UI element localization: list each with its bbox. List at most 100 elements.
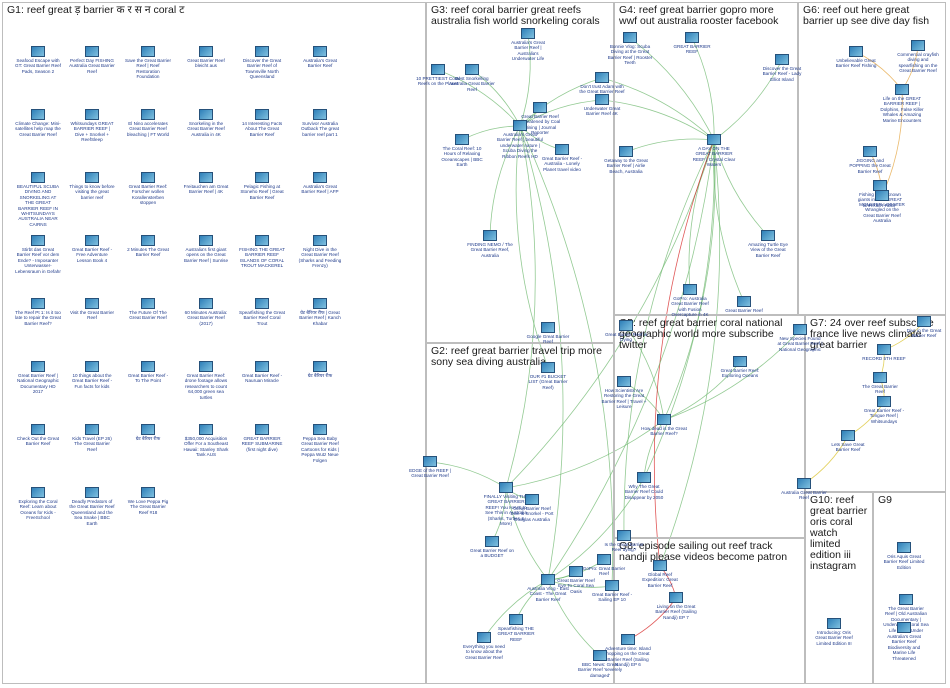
video-node[interactable]: Google Great Barrier Reef: [525, 322, 571, 345]
video-node[interactable]: Amazing Turtle Eye View of the Great Bar…: [745, 230, 791, 258]
video-node[interactable]: Great Barrier Reef Threatened by Coal Mi…: [517, 102, 563, 136]
video-node[interactable]: Australia Great Barrier Reef: [781, 478, 827, 501]
video-node[interactable]: Things to know before visiting the great…: [69, 172, 115, 200]
video-node[interactable]: GoPro: Australia Great Barrier Reef with…: [667, 284, 713, 318]
video-node[interactable]: Great Barrier Reef Dive & Snorkel - Port…: [509, 494, 555, 522]
video-node[interactable]: Night Dive in the Great Barrier Reef (Sh…: [297, 235, 343, 269]
video-node[interactable]: Great Barrier Reef - Australia - Lonely …: [539, 144, 585, 172]
video-node[interactable]: How dead is the Great Barrier Reef?: [641, 414, 687, 437]
video-node[interactable]: 60 Minutes Australia: Great Barrier Reef…: [183, 298, 229, 326]
video-node[interactable]: Seafood Escape with GT: Great Barrier Re…: [15, 46, 61, 74]
video-node[interactable]: Kids Travel (EP 26) The Great Barrier Re…: [69, 424, 115, 452]
video-node[interactable]: The Reef Pt 1: Is it too late to repair …: [15, 298, 61, 326]
video-node[interactable]: Discover the Great Barrier Reef - Lady E…: [759, 54, 805, 82]
video-node[interactable]: FISHING THE GREAT BARRIER REEF ISLANDS O…: [239, 235, 285, 269]
video-node[interactable]: GREAT BARRIER REEF: [669, 32, 715, 55]
video-node[interactable]: Spearfishing THE GREAT BARRIER REEF: [493, 614, 539, 642]
video-node[interactable]: Spearfishing the Great Barrier Reef Cora…: [239, 298, 285, 326]
video-node[interactable]: Is the Great Barrier Reef dying?: [601, 530, 647, 553]
video-node[interactable]: ग्रेट बैरियर रीफ | Great Barrier Reef | …: [297, 298, 343, 326]
video-node[interactable]: FINDING NEMO / The Great Barrier Reef, A…: [467, 230, 513, 258]
video-node[interactable]: Peppa Sea Baby Great Barrier Reef Cartoo…: [297, 424, 343, 463]
video-node[interactable]: A DAY ON THE GREAT BARRIER REEF | Crysta…: [691, 134, 737, 168]
video-node[interactable]: Australia Vlog - East Coast - The Great …: [525, 574, 571, 602]
video-node[interactable]: Unbelievable Great Barrier Reef Fishing: [833, 46, 879, 69]
video-node[interactable]: RECORD 5TH REEF: [861, 344, 907, 361]
video-node[interactable]: Living on the Great Barrier Reef (Sailin…: [653, 592, 699, 620]
video-node[interactable]: Great Barrier Reef: drone footage allows…: [183, 361, 229, 400]
video-node[interactable]: 10 PRETTIEST Coral Reefs on the Planet: [415, 64, 461, 87]
video-node[interactable]: Australia's Great Barrier Reef | beautif…: [497, 120, 543, 159]
video-node[interactable]: Australia's Great Barrier Reef | AFP: [297, 172, 343, 195]
video-node[interactable]: Introducing: Oris Great Barrier Reef Lim…: [811, 618, 857, 646]
video-node[interactable]: BBC News: Great Barrier Reef 'severely d…: [577, 650, 623, 678]
video-node[interactable]: El Nino accelerates Great Barrier Reef b…: [125, 109, 171, 137]
video-node[interactable]: Check Out the Great Barrier Reef: [15, 424, 61, 447]
video-node[interactable]: Great Barrier Reef bleicht aus: [183, 46, 229, 69]
video-node[interactable]: MONSTER LOBSTER Wrangled on the Great Ba…: [859, 190, 905, 224]
video-node[interactable]: Survivor Australia Outback The great bar…: [297, 109, 343, 137]
video-node[interactable]: Life on the GREAT BARRIER REEF | Dolphin…: [879, 84, 925, 123]
video-node[interactable]: Australia's first giant opens on the Gre…: [183, 235, 229, 263]
video-node[interactable]: Great Barrier Reef is Dying: [603, 320, 649, 343]
video-node[interactable]: Great Barrier Reef - Free Adventure Less…: [69, 235, 115, 263]
video-node[interactable]: Freitauchen am Great Barrier Reef | 4K: [183, 172, 229, 195]
video-node[interactable]: The Future Of The Great Barrier Reef: [125, 298, 171, 321]
video-node[interactable]: OUR #1 BUCKET LIST (Great Barrier Reef): [525, 362, 571, 390]
video-node[interactable]: GoPro: Great Barrier Reef: [581, 554, 627, 577]
video-node[interactable]: Great Barrier Reef - Nauruan Miracle: [239, 361, 285, 384]
video-node[interactable]: Stirbt das Great Barrier Reef vor dem En…: [15, 235, 61, 274]
video-node[interactable]: Save the Great Barrier Reef | Reef Resto…: [125, 46, 171, 80]
video-node[interactable]: We Love Peppa Pig The Great Barrier Reef…: [125, 487, 171, 515]
video-node[interactable]: Everything you need to know about the Gr…: [461, 632, 507, 660]
video-node[interactable]: Great Barrier Reef Eye To Coral Sea Oasi…: [553, 566, 599, 594]
video-node[interactable]: Adventure time: Island hopping on the Gr…: [605, 634, 651, 668]
video-node[interactable]: Great Barrier Reef: [721, 296, 767, 313]
video-node[interactable]: Best Snorkelling Australia Great Barrier…: [449, 64, 495, 92]
video-node[interactable]: How Scientists Are Restoring the Great B…: [601, 376, 647, 410]
video-node[interactable]: Getaway to the Great Barrier Reef | Airl…: [603, 146, 649, 174]
video-node[interactable]: Snorkeling in the Great Barrier Reef Aus…: [183, 109, 229, 137]
video-node[interactable]: $350,000 Acquisition Offer For a Southea…: [183, 424, 229, 458]
video-node[interactable]: Discover the Great Barrier Reef of Towns…: [239, 46, 285, 80]
video-node[interactable]: Great Barrier Reef - To The Point: [125, 361, 171, 384]
video-node[interactable]: ग्रेट बैरियर रीफ: [125, 424, 171, 441]
video-node[interactable]: Australia's Great Barrier Reef: [297, 46, 343, 69]
video-node[interactable]: Great Barrier Reef on a BUDGET: [469, 536, 515, 559]
video-node[interactable]: Pelagic Fishing at Stoneho Reef | Great …: [239, 172, 285, 200]
video-node[interactable]: Global Reef Expedition: Great Barrier Re…: [637, 560, 683, 588]
video-node[interactable]: 14 Interesting Facts About The Great Bar…: [239, 109, 285, 137]
video-node[interactable]: Visit the Great Barrier Reef: [69, 298, 115, 321]
video-node[interactable]: ग्रेट बैरियर रीफ: [297, 361, 343, 378]
video-node[interactable]: The Coral Reef: 10 Hours of Relaxing Oce…: [439, 134, 485, 168]
video-node[interactable]: Underwater Great Barrier Reef 4K: [579, 94, 625, 117]
video-node[interactable]: New Species Found at Great Barrier Reef …: [777, 324, 823, 352]
video-node[interactable]: Dive in the Great Barrier Reef: [901, 316, 947, 339]
video-node[interactable]: Exploring the Coral Reef: Learn about Oc…: [15, 487, 61, 521]
video-node[interactable]: 2 Minutes The Great Barrier Reef: [125, 235, 171, 258]
video-node[interactable]: JIGGING and POPPING the Great Barrier Re…: [847, 146, 893, 174]
video-node[interactable]: Perfect Day FISHING Australia Great Barr…: [69, 46, 115, 74]
video-node[interactable]: Deadly Predators of the Great Barrier Re…: [69, 487, 115, 526]
video-node[interactable]: 10 things about the Great Barrier Reef -…: [69, 361, 115, 389]
video-node[interactable]: Australia's Great Barrier Reef | Austral…: [505, 28, 551, 62]
video-node[interactable]: GREAT BARRIER REEF SUBMARINE (first nigh…: [239, 424, 285, 452]
video-node[interactable]: Great Barrier Reef: Forscher wollen Kora…: [125, 172, 171, 206]
video-node[interactable]: Why The Great Barrier Reef Could Disappe…: [621, 472, 667, 500]
video-node[interactable]: The Great Barrier Reef: [857, 372, 903, 395]
video-node[interactable]: Great Barrier Reef - Tongue Reef | Whits…: [861, 396, 907, 424]
video-node[interactable]: Lets Save Great Barrier Reef: [825, 430, 871, 453]
video-node[interactable]: Great Barrier Reef: Exploring Oceans: [717, 356, 763, 379]
video-node[interactable]: FINALLY Visiting THE GREAT BARRIER REEF!…: [483, 482, 529, 526]
video-node[interactable]: Don't trust Adam with the Great Barrier …: [579, 72, 625, 95]
video-node[interactable]: Australia's Great Barrier Reef Biodivers…: [881, 622, 927, 661]
video-node[interactable]: EDGE of the REEF | Great Barrier Reef: [407, 456, 453, 479]
video-node[interactable]: BEAUTIFUL SCUBA DIVING AND SNORKELING AT…: [15, 172, 61, 227]
video-node[interactable]: Oris Aquis Great Barrier Reef Limited Ed…: [881, 542, 927, 570]
video-node[interactable]: Whitsundays GREAT BARRIER REEF | Dive + …: [69, 109, 115, 143]
video-node[interactable]: Great Barrier Reef - Sailing EP 10: [589, 580, 635, 603]
video-node[interactable]: Great Barrier Reef | National Geographic…: [15, 361, 61, 395]
video-node[interactable]: Bonnie Vlog: Scuba Diving at the Great B…: [607, 32, 653, 66]
video-node[interactable]: Climate Change: Mini-satellites help map…: [15, 109, 61, 137]
video-node[interactable]: Commercial crayfish diving and spearfish…: [895, 40, 941, 74]
